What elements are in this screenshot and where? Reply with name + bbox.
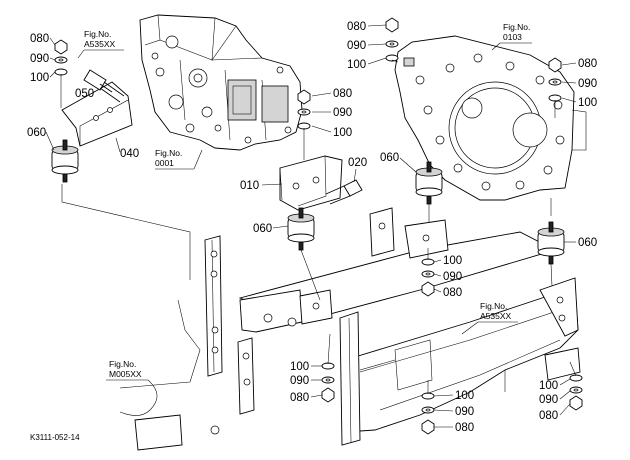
callout-090: 090: [455, 406, 474, 418]
callout-060: 060: [27, 127, 46, 139]
figure-code: K3111-052-14: [30, 433, 80, 442]
leader-lines: [60, 59, 577, 394]
callout-100: 100: [30, 72, 49, 84]
fig-ref-number: 0103: [503, 32, 522, 42]
fig-ref-0001: Fig.No. 0001: [155, 148, 203, 170]
callout-100: 100: [347, 59, 366, 71]
rubber-mount-left: [51, 139, 79, 183]
bolt-020: [325, 179, 363, 205]
fastener-stack-bottom-center: [421, 392, 435, 435]
fastener-stack-top-left: [54, 39, 68, 76]
fig-ref-number: 0001: [155, 158, 174, 168]
fastener-stack-right: [548, 57, 562, 102]
callout-080: 080: [578, 58, 597, 70]
bracket-040: [61, 81, 133, 147]
fig-ref-number: M005XX: [109, 369, 142, 379]
callout-080: 080: [333, 88, 352, 100]
callout-090: 090: [290, 375, 309, 387]
fastener-stack-mid: [297, 89, 311, 130]
callout-080: 080: [347, 21, 366, 33]
fastener-stack-center-right: [421, 258, 435, 297]
fig-ref-number: A535XX: [84, 39, 116, 49]
main-frame: [119, 207, 581, 451]
callout-050: 050: [75, 88, 94, 100]
callout-090: 090: [578, 78, 597, 90]
fig-ref-label: Fig.No.: [155, 148, 182, 158]
fig-ref-0103: Fig.No. 0103: [491, 22, 532, 51]
fig-ref-label: Fig.No.: [109, 359, 136, 369]
flywheel-housing-plate: [394, 35, 587, 201]
fastener-stack-top: [385, 17, 399, 62]
fig-ref-label: Fig.No.: [503, 22, 530, 32]
fig-ref-label: Fig.No.: [480, 301, 507, 311]
rubber-mount-far-right: [537, 221, 565, 265]
rubber-mount-right-upper: [415, 161, 443, 205]
callout-060: 060: [578, 237, 597, 249]
fastener-stack-bottom-right: [569, 374, 583, 411]
callout-090: 090: [30, 53, 49, 65]
callout-040: 040: [120, 148, 139, 160]
fig-ref-a535xx-top: Fig.No. A535XX: [77, 29, 124, 59]
callout-100: 100: [539, 380, 558, 392]
fig-ref-label: Fig.No.: [84, 29, 111, 39]
fig-ref-number: A535XX: [480, 311, 512, 321]
callout-060: 060: [253, 223, 272, 235]
rubber-mount-center: [287, 207, 315, 251]
callout-020: 020: [348, 157, 367, 169]
fastener-stack-bottom-mid: [321, 362, 335, 403]
callout-090: 090: [333, 107, 352, 119]
fig-ref-a535xx-right: Fig.No. A535XX: [461, 301, 518, 335]
callout-080: 080: [290, 392, 309, 404]
callout-080: 080: [30, 33, 49, 45]
callout-090: 090: [443, 271, 462, 283]
callout-080: 080: [443, 287, 462, 299]
callout-100: 100: [455, 390, 474, 402]
callout-100: 100: [578, 97, 597, 109]
callout-labels: 080 090 100 050 060 040 080 090 100 020 …: [27, 21, 597, 434]
callout-100: 100: [290, 361, 309, 373]
fig-ref-m005xx: Fig.No. M005XX: [106, 359, 158, 416]
callout-080: 080: [455, 422, 474, 434]
bolt-050: [83, 69, 125, 103]
callout-060: 060: [380, 152, 399, 164]
callout-100: 100: [333, 127, 352, 139]
bracket-010: [279, 155, 343, 211]
callout-080: 080: [539, 410, 558, 422]
callout-010: 010: [240, 180, 259, 192]
engine-block: [139, 14, 303, 151]
callout-090: 090: [539, 394, 558, 406]
callout-090: 090: [347, 40, 366, 52]
callout-100: 100: [443, 255, 462, 267]
